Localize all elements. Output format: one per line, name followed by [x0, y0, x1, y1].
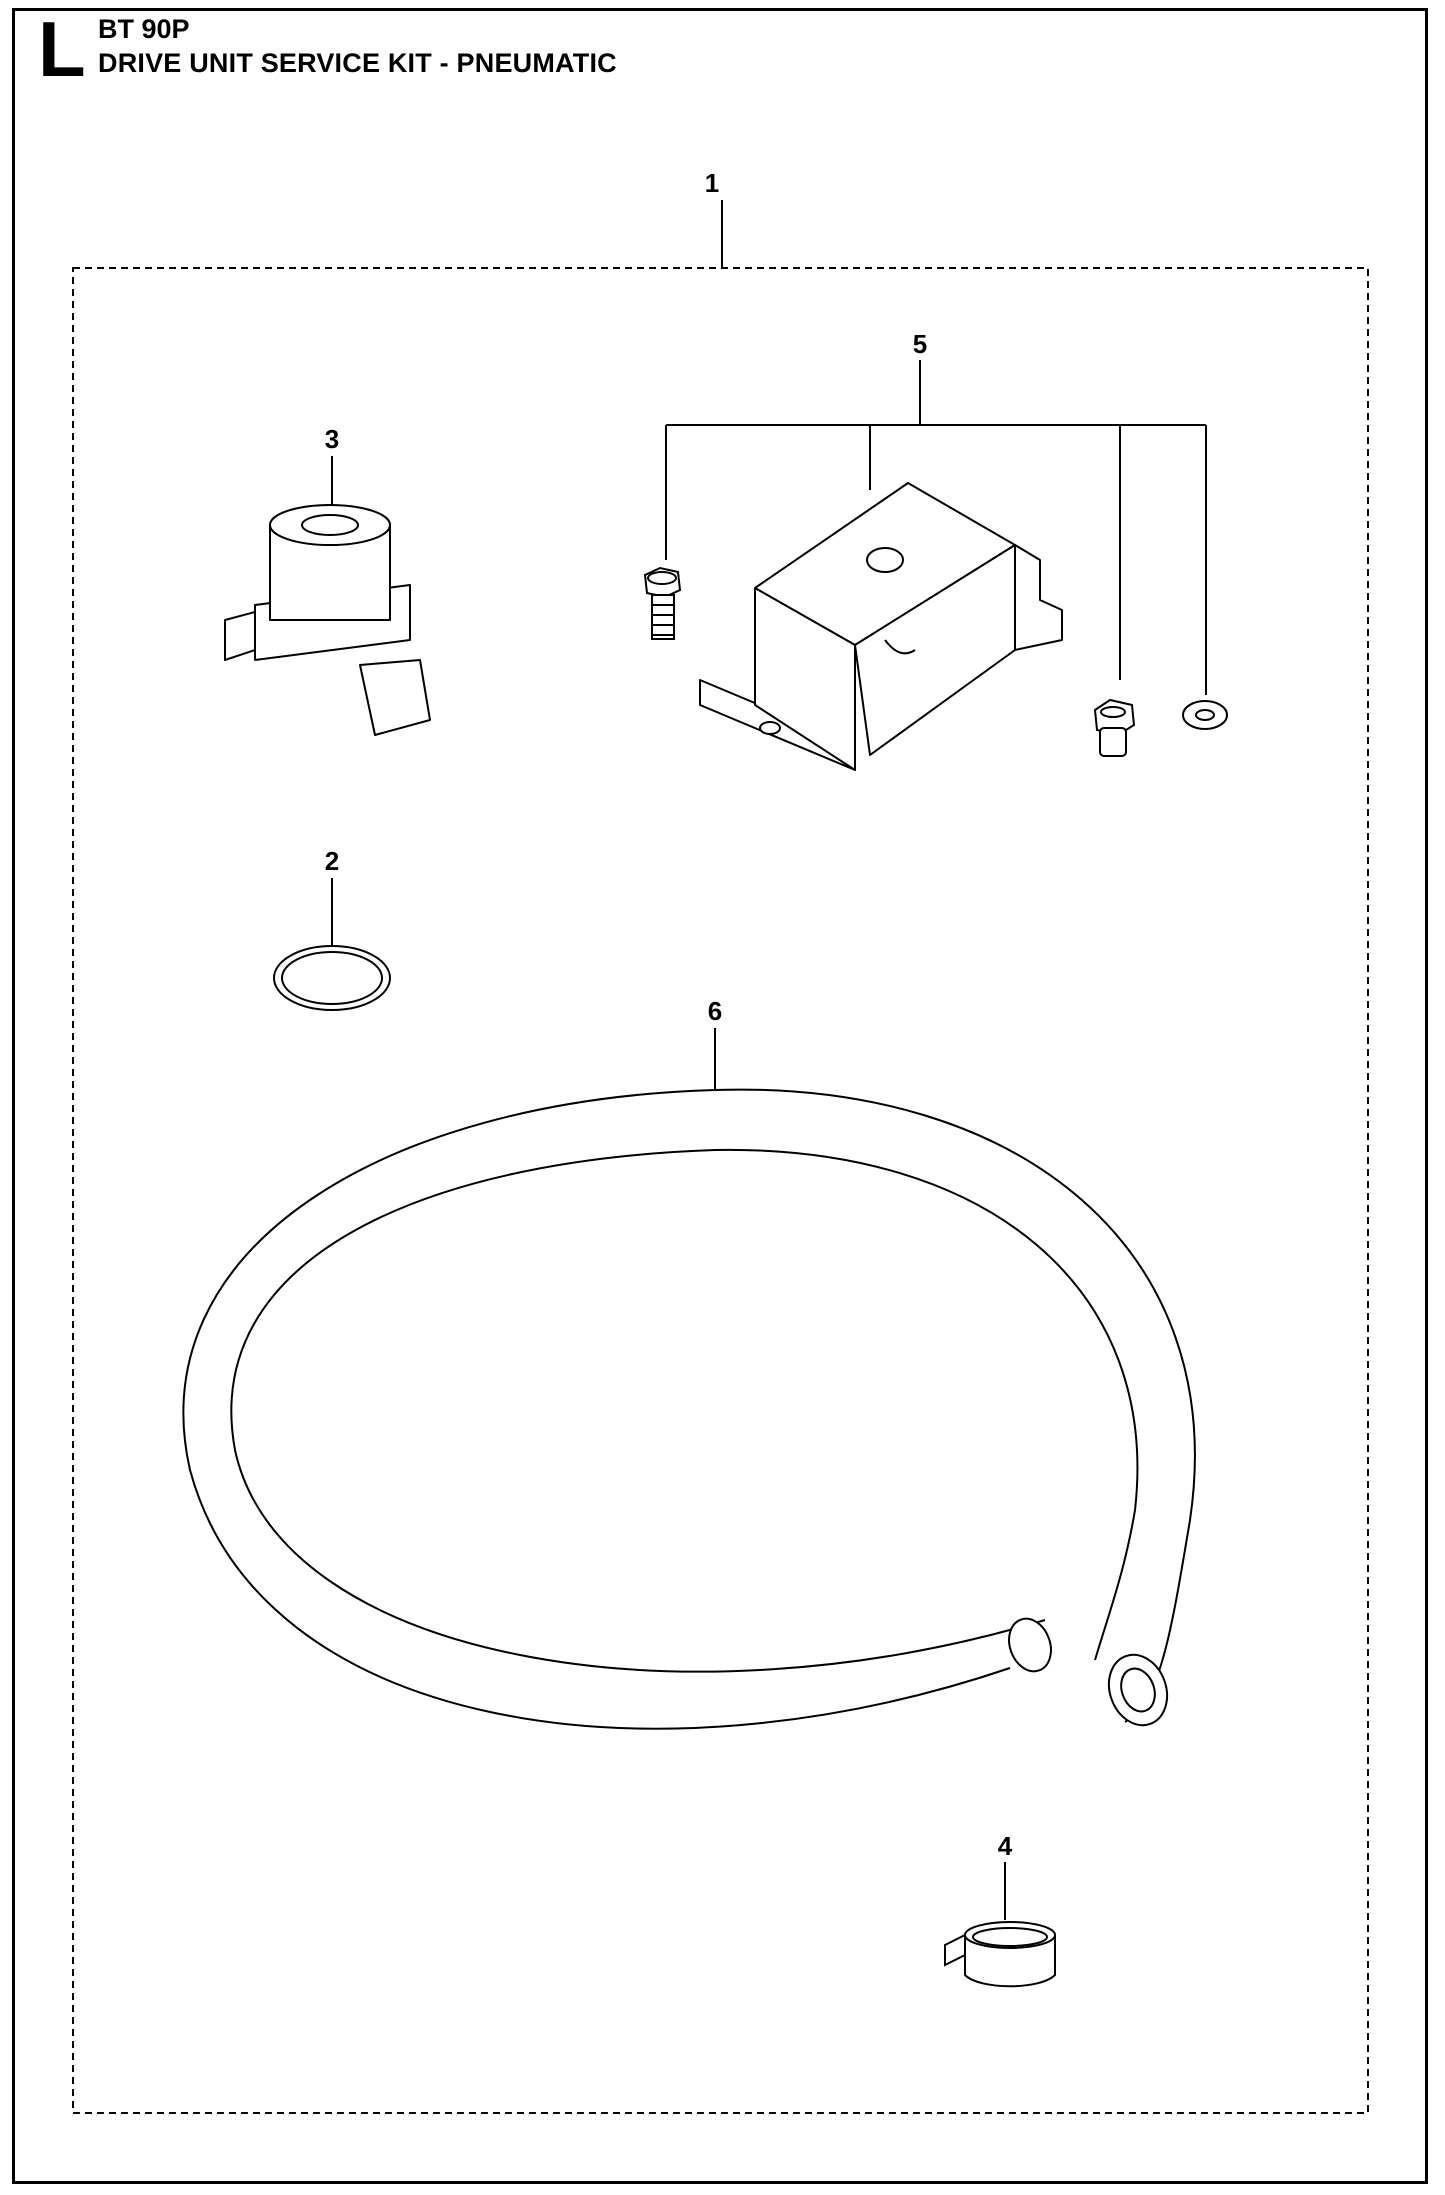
bracket-part: [699, 482, 1063, 771]
callout-6: 6: [708, 996, 722, 1026]
leader-5: [665, 360, 1207, 695]
callout-5: 5: [913, 329, 927, 359]
callout-3: 3: [325, 424, 339, 454]
model-label: BT 90P: [98, 14, 190, 44]
callout-1: 1: [705, 168, 719, 198]
o-ring-part: [273, 945, 391, 1011]
kit-boundary: [72, 267, 1369, 2114]
washer-part: [1182, 700, 1228, 730]
coupling-part: [224, 504, 431, 736]
callout-4: 4: [998, 1831, 1013, 1861]
callout-2: 2: [325, 846, 339, 876]
hose-part: [182, 1088, 1196, 1730]
section-letter: L: [38, 5, 86, 93]
page-frame: [12, 8, 1428, 2184]
bolt-part: [643, 566, 682, 640]
hex-nut-part: [1093, 698, 1136, 757]
hose-clamp-part: [944, 1921, 1056, 1988]
page-title: DRIVE UNIT SERVICE KIT - PNEUMATIC: [98, 48, 617, 78]
